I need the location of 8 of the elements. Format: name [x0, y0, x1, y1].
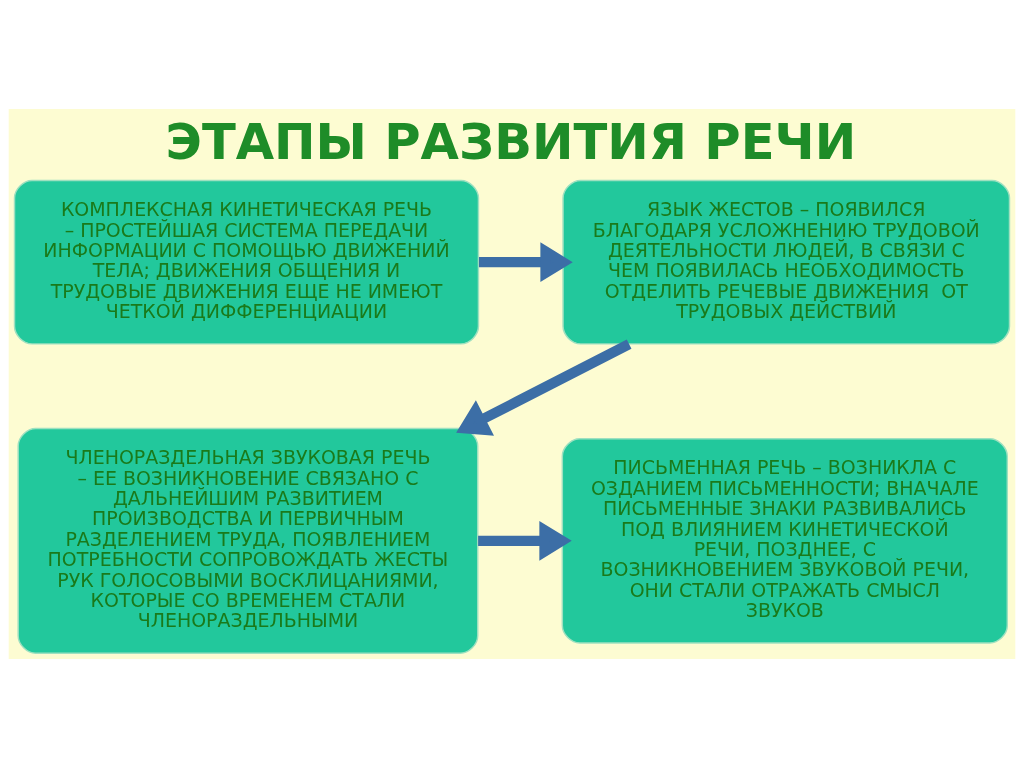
diagram-title: ЭТАПЫ РАЗВИТИЯ РЕЧИ [165, 112, 857, 171]
node-box: ЧЛЕНОРАЗДЕЛЬНАЯ ЗВУКОВАЯ РЕЧЬ – ЕЕ ВОЗНИКНОВЕНИЕ СВЯЗАНО С ДАЛЬНЕЙШИМ РАЗВИТИЕМ ПРОИЗВОДСТВА И ПЕРВИЧНЫМ РАЗДЕЛЕНИЕМ ТРУДА, ПОЯВЛЕНИЕМ ПОТРЕБНОСТИ СОПРОВОЖДАТЬ ЖЕСТЫ РУК ГОЛОСОВЫМИ ВОСКЛИЦАНИЯМИ, КОТОРЫЕ СО ВРЕМЕНЕМ СТАЛИ ЧЛЕНОРАЗДЕЛЬНЫМИ [17, 427, 479, 654]
node-box: КОМПЛЕКСНАЯ КИНЕТИЧЕСКАЯ РЕЧЬ – ПРОСТЕЙШАЯ СИСТЕМА ПЕРЕДАЧИ ИНФОРМАЦИИ С ПОМОЩЬЮ ДВИЖЕНИЙ ТЕЛА; ДВИЖЕНИЯ ОБЩЕНИЯ И ТРУДОВЫЕ ДВИЖЕНИЯ ЕЩЕ НЕ ИМЕЮТ ЧЕТКОЙ ДИФФЕРЕНЦИАЦИИ [13, 179, 480, 345]
node-box: ЯЗЫК ЖЕСТОВ – ПОЯВИЛСЯ БЛАГОДАРЯ УСЛОЖНЕНИЮ ТРУДОВОЙ ДЕЯТЕЛЬНОСТИ ЛЮДЕЙ, В СВЯЗИ С ЧЕМ ПОЯВИЛАСЬ НЕОБХОДИМОСТЬ ОТДЕЛИТЬ РЕЧЕВЫЕ ДВИЖЕНИЯ ОТ ТРУДОВЫХ ДЕЙСТВИЙ [562, 179, 1011, 345]
node-box: ПИСЬМЕННАЯ РЕЧЬ – ВОЗНИКЛА С ОЗДАНИЕМ ПИСЬМЕННОСТИ; ВНАЧАЛЕ ПИСЬМЕННЫЕ ЗНАКИ РАЗВИВАЛИСЬ ПОД ВЛИЯНИЕМ КИНЕТИЧЕСКОЙ РЕЧИ, ПОЗДНЕЕ, С ВОЗНИКНОВЕНИЕМ ЗВУКОВОЙ РЕЧИ, ОНИ СТАЛИ ОТРАЖАТЬ СМЫСЛ ЗВУКОВ [561, 437, 1008, 644]
arrow [478, 241, 573, 282]
arrow [478, 520, 572, 561]
arrow [456, 339, 632, 436]
